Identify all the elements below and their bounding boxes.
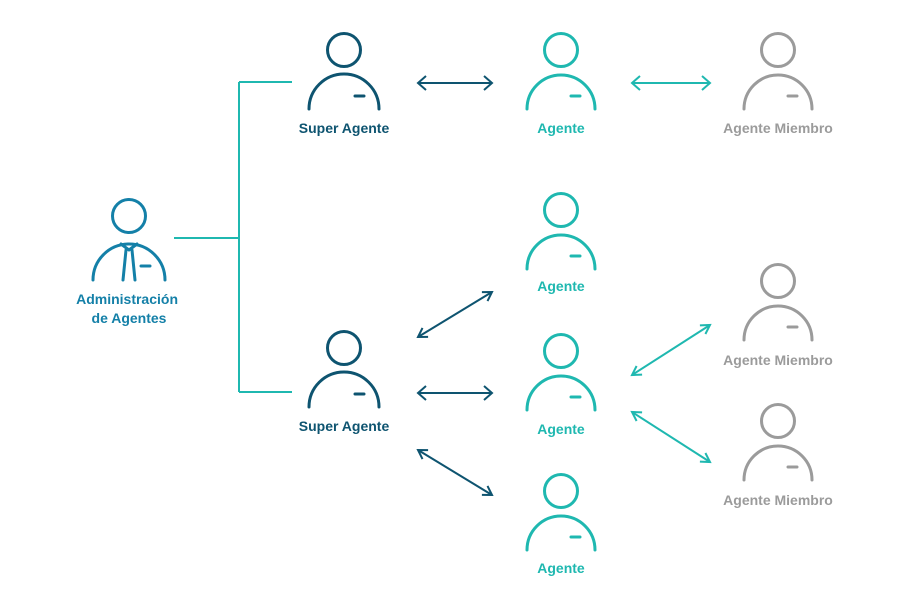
member-bottom-2-node: Agente Miembro — [723, 403, 833, 508]
member-bottom-2-label: Agente Miembro — [723, 492, 833, 508]
arrow-agent-b2-to-member-b2 — [630, 410, 712, 464]
agent-top-label: Agente — [537, 120, 585, 136]
agent-bottom-1-node: Agente — [525, 192, 597, 294]
person-icon — [760, 403, 796, 439]
person-icon — [543, 333, 579, 369]
shoulders — [307, 370, 381, 409]
agent-bottom-3-label: Agente — [537, 560, 585, 576]
member-bottom-1-label: Agente Miembro — [723, 352, 833, 368]
super-agent-top-label: Super Agente — [299, 120, 390, 136]
shoulders — [525, 374, 597, 412]
shoulders — [742, 304, 814, 342]
arrow-super-bottom-to-agent-b2 — [416, 385, 494, 401]
person-icon — [543, 473, 579, 509]
agent-bottom-3-node: Agente — [525, 473, 597, 576]
admin-shoulders — [91, 242, 167, 282]
shoulders — [307, 72, 381, 111]
arrow-agent-b2-to-member-b1 — [630, 323, 712, 377]
person-icon — [760, 263, 796, 299]
member-top-label: Agente Miembro — [723, 120, 833, 136]
arrow-agent-top-to-member-top — [630, 75, 712, 91]
shoulders — [742, 444, 814, 482]
agent-top-node: Agente — [525, 32, 597, 136]
person-icon — [543, 32, 579, 68]
admin-node: Administración de Agentes — [76, 198, 182, 326]
agent-bottom-2-label: Agente — [537, 421, 585, 437]
admin-label: Administración de Agentes — [76, 291, 182, 326]
arrow-super-bottom-to-agent-b3 — [416, 448, 494, 497]
shoulders — [525, 73, 597, 111]
member-bottom-1-node: Agente Miembro — [723, 263, 833, 368]
person-icon — [326, 330, 362, 366]
tie-icon — [119, 242, 139, 282]
member-top-node: Agente Miembro — [723, 32, 833, 136]
admin-label-line1: Administración — [76, 291, 178, 307]
agent-bottom-2-node: Agente — [525, 333, 597, 437]
super-agent-bottom-node: Super Agente — [299, 330, 390, 434]
shoulders — [525, 514, 597, 552]
admin-connector — [174, 81, 292, 393]
arrow-super-bottom-to-agent-b1 — [416, 290, 494, 339]
admin-head — [111, 198, 147, 234]
super-agent-top-node: Super Agente — [299, 32, 390, 136]
super-agent-bottom-label: Super Agente — [299, 418, 390, 434]
shoulders — [742, 73, 814, 111]
shoulders — [525, 233, 597, 271]
arrow-super-top-to-agent-top — [416, 75, 494, 91]
admin-label-line2: de Agentes — [92, 310, 167, 326]
person-icon — [760, 32, 796, 68]
agent-bottom-1-label: Agente — [537, 278, 585, 294]
person-icon — [326, 32, 362, 68]
person-icon — [543, 192, 579, 228]
